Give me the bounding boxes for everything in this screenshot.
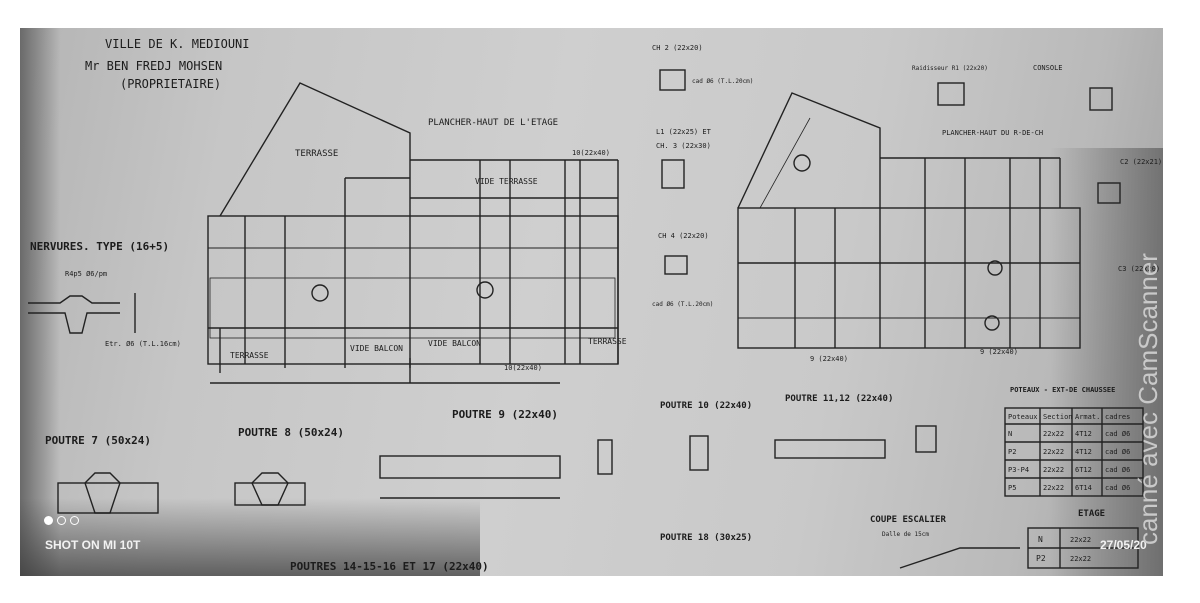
poutre10-title: POUTRE 10 (22x40) bbox=[660, 401, 752, 411]
escalier-detail: COUPE ESCALIER Dalle de 15cm bbox=[870, 515, 1020, 569]
poteaux-table: POTEAUX - EXT-DE CHAUSSEE Poteaux Section… bbox=[1004, 386, 1144, 497]
poteaux-cell: 6T12 bbox=[1075, 466, 1092, 474]
ground-floor-title: PLANCHER-HAUT DU R-DE-CH bbox=[942, 129, 1043, 137]
camera-dots bbox=[44, 516, 79, 525]
nervures-detail: NERVURES. TYPE (16+5) R4p5 Ø6/pm Etr. Ø6… bbox=[28, 240, 181, 348]
escalier-sub: Dalle de 15cm bbox=[882, 531, 929, 538]
ground-beam-label: 9 (22x40) bbox=[810, 355, 848, 363]
city-label: VILLE DE K. MEDIOUNI bbox=[105, 37, 250, 51]
poteaux-cell: P3-P4 bbox=[1008, 466, 1029, 474]
poteaux-cell: P5 bbox=[1008, 484, 1016, 492]
nervures-rebar: R4p5 Ø6/pm bbox=[65, 270, 107, 278]
poteaux-cell: 4T12 bbox=[1075, 430, 1092, 438]
poutre7-title: POUTRE 7 (50x24) bbox=[45, 434, 151, 447]
first-floor-title: PLANCHER-HAUT DE L'ETAGE bbox=[428, 118, 558, 128]
nervures-title: NERVURES. TYPE (16+5) bbox=[30, 240, 169, 253]
poteaux-header: Poteaux bbox=[1008, 413, 1038, 421]
poteaux-cell: 22x22 bbox=[1043, 448, 1064, 456]
etage-title: ETAGE bbox=[1078, 509, 1105, 519]
drawing: VILLE DE K. MEDIOUNI Mr BEN FREDJ MOHSEN… bbox=[28, 37, 1162, 573]
poteaux-cell: P2 bbox=[1008, 448, 1016, 456]
poteaux-cell: 6T14 bbox=[1075, 484, 1092, 492]
camscanner-watermark: canné avec CamScanner bbox=[1133, 253, 1163, 545]
poteaux-cell: cad Ø6 bbox=[1105, 448, 1130, 456]
beam-top-label: 10(22x40) bbox=[572, 149, 610, 157]
console-label: CONSOLE bbox=[1033, 64, 1063, 72]
dot-1 bbox=[44, 516, 53, 525]
nervures-stirrup: Etr. Ø6 (T.L.16cm) bbox=[105, 340, 181, 348]
vide-balcon-label: VIDE BALCON bbox=[350, 344, 403, 353]
poteaux-cell: cad Ø6 bbox=[1105, 430, 1130, 438]
l1-label: L1 (22x25) ET bbox=[656, 128, 712, 136]
etage-row1-name: N bbox=[1038, 535, 1043, 544]
poutre9-title: POUTRE 9 (22x40) bbox=[452, 408, 558, 421]
poteaux-header: cadres bbox=[1105, 413, 1130, 421]
poutres-details: POUTRE 7 (50x24) POUTRE 8 (50x24) POUTRE… bbox=[45, 394, 937, 573]
vide-terrasse-label: VIDE TERRASSE bbox=[475, 177, 538, 186]
poteaux-cell: 4T12 bbox=[1075, 448, 1092, 456]
c3-label: C3 (22x20) bbox=[1118, 265, 1160, 273]
first-floor-plan: TERRASSE VIDE TERRASSE VIDE BALCON VIDE … bbox=[207, 82, 627, 384]
poteaux-cell: cad Ø6 bbox=[1105, 484, 1130, 492]
ground-beam-label-2: 9 (22x40) bbox=[980, 348, 1018, 356]
camera-watermark: SHOT ON MI 10T bbox=[45, 538, 141, 552]
poteaux-title: POTEAUX - EXT-DE CHAUSSEE bbox=[1010, 386, 1115, 394]
escalier-title: COUPE ESCALIER bbox=[870, 515, 946, 525]
dot-3 bbox=[70, 516, 79, 525]
poteaux-header: Armat. bbox=[1075, 413, 1100, 421]
poutre14-title: POUTRES 14-15-16 ET 17 (22x40) bbox=[290, 560, 489, 573]
right-details: Raidisseur R1 (22x20) CONSOLE C2 (22x21)… bbox=[912, 64, 1162, 273]
scanner-strip bbox=[1163, 28, 1200, 603]
vide-balcon-label-2: VIDE BALCON bbox=[428, 339, 481, 348]
ch2-cad: cad Ø6 (T.L.20cm) bbox=[692, 78, 753, 85]
dot-2 bbox=[57, 516, 66, 525]
etage-table: ETAGE N 22x22 P2 22x22 bbox=[1027, 509, 1139, 569]
camera-date: 27/05/20 bbox=[1100, 538, 1147, 552]
terrasse-label: TERRASSE bbox=[295, 149, 338, 159]
ch4-label: CH 4 (22x20) bbox=[658, 232, 709, 240]
blueprint-photo: VILLE DE K. MEDIOUNI Mr BEN FREDJ MOHSEN… bbox=[20, 28, 1163, 576]
owner-label: Mr BEN FREDJ MOHSEN bbox=[85, 59, 222, 73]
beam-bottom-label: 10(22x40) bbox=[504, 364, 542, 372]
poutre8-title: POUTRE 8 (50x24) bbox=[238, 426, 344, 439]
ch2-label: CH 2 (22x20) bbox=[652, 44, 703, 52]
etage-row2-section: 22x22 bbox=[1070, 555, 1091, 563]
poutre18-title: POUTRE 18 (30x25) bbox=[660, 533, 752, 543]
terrasse-left-label: TERRASSE bbox=[230, 351, 269, 360]
etage-row2-name: P2 bbox=[1036, 554, 1046, 563]
chainages-details: CH 2 (22x20) cad Ø6 (T.L.20cm) L1 (22x25… bbox=[652, 44, 753, 308]
poteaux-cell: cad Ø6 bbox=[1105, 466, 1130, 474]
etage-row1-section: 22x22 bbox=[1070, 536, 1091, 544]
c2-label: C2 (22x21) bbox=[1120, 158, 1162, 166]
poteaux-cell: 22x22 bbox=[1043, 484, 1064, 492]
ground-floor-plan: PLANCHER-HAUT DU R-DE-CH 9 (22x40) 9 (22… bbox=[737, 92, 1081, 363]
poteaux-cell: 22x22 bbox=[1043, 430, 1064, 438]
raidisseur-label: Raidisseur R1 (22x20) bbox=[912, 65, 988, 72]
poteaux-cell: 22x22 bbox=[1043, 466, 1064, 474]
ch4-cad: cad Ø6 (T.L.20cm) bbox=[652, 301, 713, 308]
poteaux-header: Section bbox=[1043, 413, 1073, 421]
poutre11-title: POUTRE 11,12 (22x40) bbox=[785, 394, 893, 404]
ch3-label: CH. 3 (22x30) bbox=[656, 142, 711, 150]
role-label: (PROPRIETAIRE) bbox=[120, 77, 221, 91]
terrasse-right-label: TERRASSE bbox=[588, 337, 627, 346]
poteaux-cell: N bbox=[1008, 430, 1012, 438]
